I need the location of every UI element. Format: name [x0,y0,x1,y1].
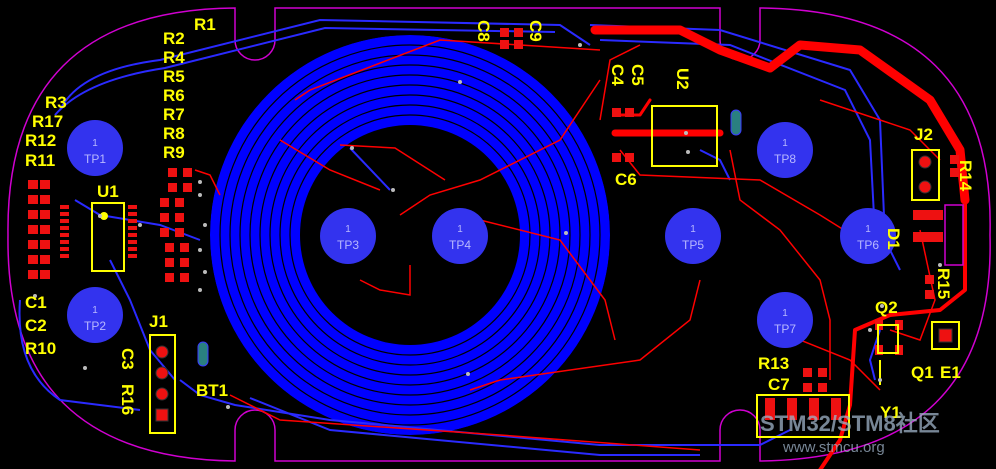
ref-r14: R14 [956,160,975,192]
ref-r16: R16 [118,384,137,415]
ref-c8: C8 [474,20,493,42]
e1-outline [931,321,960,350]
silkscreen-outlines [91,105,960,438]
ref-r7: R7 [163,105,185,124]
ref-q1: Q1 [911,363,934,382]
testpoint-tp1: 1 TP1 [67,120,123,176]
ref-r8: R8 [163,124,185,143]
ref-r6: R6 [163,86,185,105]
ref-c2: C2 [25,316,47,335]
q2-outline [877,324,899,354]
top-layer-traces [194,39,941,451]
ref-c7: C7 [768,375,790,394]
watermark-site: www.stmcu.org [782,439,885,456]
vias [33,43,942,409]
tp1-pin-number: 1 [92,138,98,149]
ref-r13: R13 [758,354,789,373]
ref-r3: R3 [45,93,67,112]
watermark-brand: STM32/STM8社区 [760,411,940,436]
tp7-pin-number: 1 [782,308,788,319]
ref-r12: R12 [25,131,56,150]
tp3-label: TP3 [337,238,359,252]
tp4-label: TP4 [449,238,471,252]
bottom-capacitor-2 [730,109,742,136]
ref-c4: C4 [608,64,627,86]
ref-bt1: BT1 [196,381,228,400]
ref-r5: R5 [163,67,185,86]
watermark: STM32/STM8社区 www.stmcu.org [760,411,940,456]
tp7-label: TP7 [774,322,796,336]
tp6-label: TP6 [857,238,879,252]
power-trace [590,25,970,469]
ref-d1: D1 [884,228,903,250]
ref-c6: C6 [615,170,637,189]
testpoint-tp3: 1 TP3 [320,208,376,264]
tp1-label: TP1 [84,152,106,166]
tp4-pin-number: 1 [457,224,463,235]
u2-outline [651,105,718,167]
u1-pin1-marker [100,212,108,220]
tp2-label: TP2 [84,319,106,333]
ref-j2: J2 [914,125,933,144]
through-hole-pads [155,155,953,422]
ref-r15: R15 [934,268,953,299]
ref-c3: C3 [118,348,137,370]
ref-r11: R11 [25,151,55,170]
ref-c1: C1 [25,293,47,312]
ref-u1: U1 [97,182,119,201]
tp5-label: TP5 [682,238,704,252]
testpoint-tp4: 1 TP4 [432,208,488,264]
testpoint-tp5: 1 TP5 [665,208,721,264]
u1-outline [91,202,125,272]
tp6-pin-number: 1 [865,224,871,235]
tp8-label: TP8 [774,152,796,166]
coil-antenna [210,35,610,435]
ref-r1: R1 [194,15,216,34]
ref-r4: R4 [163,48,185,67]
testpoint-tp6: 1 TP6 [840,208,896,264]
ref-q2: Q2 [875,298,898,317]
ref-j1: J1 [149,312,168,331]
smd-pads [28,28,959,420]
y1-outline [756,394,850,438]
ref-r10: R10 [25,339,56,358]
bottom-capacitor [197,341,209,367]
ref-r9: R9 [163,143,185,162]
j2-outline [911,149,940,201]
testpoint-tp8: 1 TP8 [757,122,813,178]
tp3-pin-number: 1 [345,224,351,235]
tp2-pin-number: 1 [92,305,98,316]
tp8-pin-number: 1 [782,138,788,149]
ref-r2: R2 [163,29,185,48]
ref-y1: Y1 [880,403,901,422]
ref-e1: E1 [940,363,961,382]
j1-outline [149,334,176,434]
ref-c9: C9 [526,20,545,42]
tp5-pin-number: 1 [690,224,696,235]
ref-r17: R17 [32,112,63,131]
ref-u2: U2 [673,68,692,90]
testpoint-tp2: 1 TP2 [67,287,123,343]
testpoint-tp7: 1 TP7 [757,292,813,348]
d1-keepout [944,204,964,266]
reference-designators: R1 R2 R4 R5 R6 R7 R8 R9 R3 R17 R12 R11 U… [25,15,975,422]
ref-c5: C5 [628,64,647,86]
